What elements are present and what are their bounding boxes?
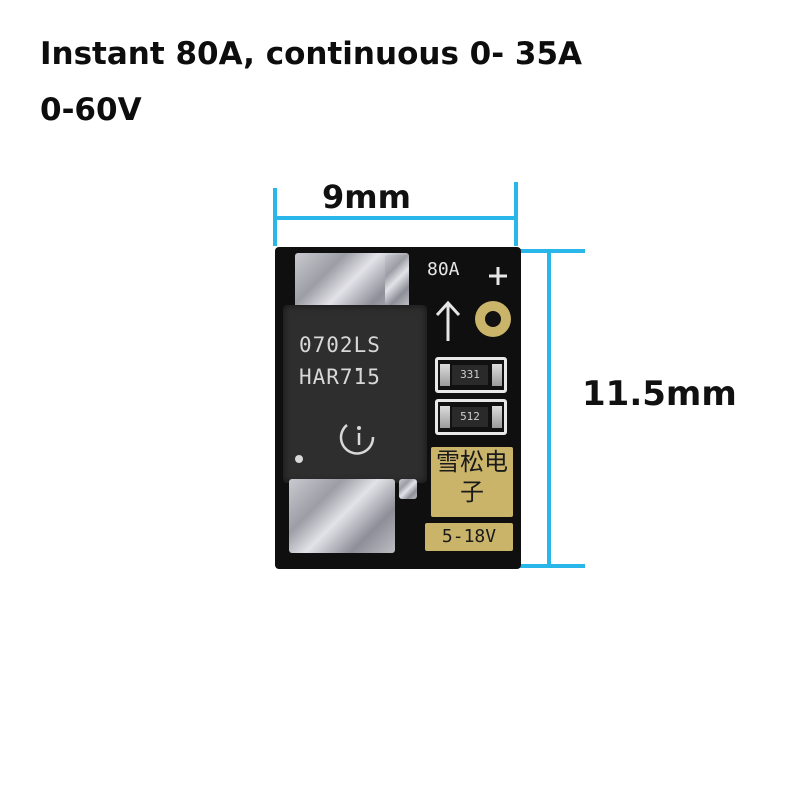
headline-line-1: Instant 80A, continuous 0- 35A xyxy=(40,36,583,72)
resistor-top: 331 xyxy=(435,357,507,393)
headline-line-2: 0-60V xyxy=(40,92,142,128)
top-solder-pad-right xyxy=(385,255,409,305)
mosfet-chip: 0702LS HAR7̄15 xyxy=(283,305,427,483)
manufacturer-brand-silkscreen: 雪松电子 xyxy=(431,447,513,517)
manufacturer-logo-icon xyxy=(339,424,375,455)
resistor-bottom: 512 xyxy=(435,399,507,435)
height-dimension-line xyxy=(517,249,585,568)
width-dimension-line xyxy=(273,182,518,246)
pin1-dot xyxy=(295,455,303,463)
voltage-range-silkscreen: 5-18V xyxy=(425,523,513,551)
chip-marking-line-2: HAR7̄15 xyxy=(299,365,381,389)
mosfet-module-photo: 0702LS HAR7̄15 80A 331 512 雪松电子 5-18V xyxy=(275,247,521,569)
bottom-solder-pad xyxy=(289,479,395,553)
arrow-up-icon xyxy=(435,300,461,341)
positive-terminal-hole xyxy=(475,301,511,337)
width-label: 9mm xyxy=(322,178,411,216)
bottom-solder-pad-small xyxy=(399,479,417,499)
chip-marking-line-1: 0702LS xyxy=(299,333,381,357)
plus-icon xyxy=(489,267,507,285)
height-label: 11.5mm xyxy=(582,374,737,414)
current-rating-silkscreen: 80A xyxy=(427,259,460,280)
